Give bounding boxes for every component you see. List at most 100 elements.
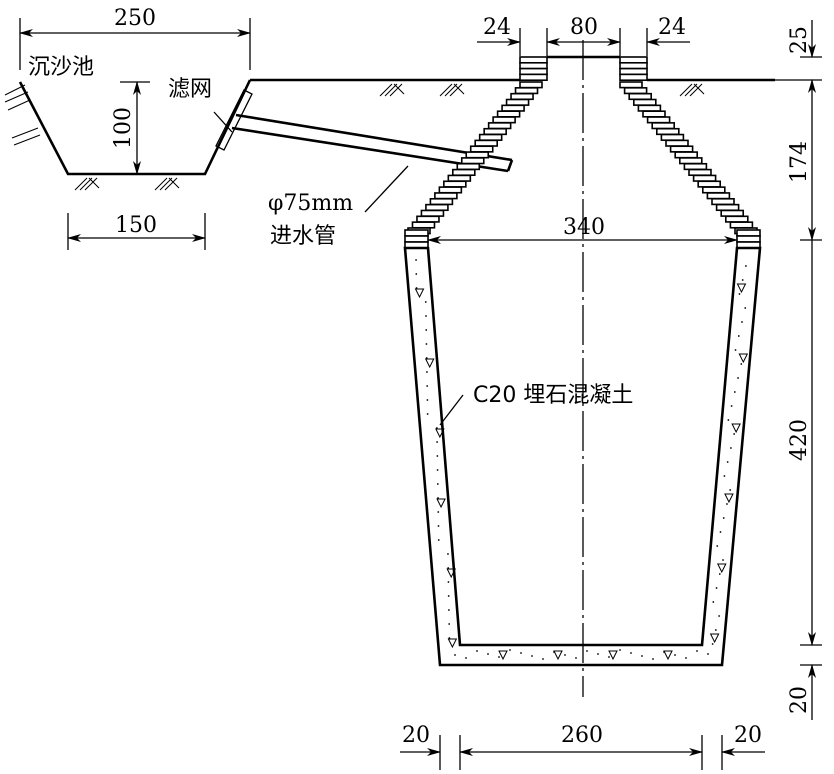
brick — [474, 139, 499, 147]
aggregate-dot — [712, 601, 715, 603]
brick — [501, 104, 525, 112]
aggregate-dot — [597, 653, 599, 655]
aggregate-dot — [726, 461, 729, 463]
brick — [451, 168, 476, 177]
aggregate-dot — [436, 441, 439, 443]
aggregate-dot — [722, 517, 725, 519]
aggregate-stone — [553, 650, 563, 661]
brick — [483, 127, 507, 136]
brick — [429, 198, 454, 206]
aggregate-dot — [437, 511, 440, 513]
brick — [404, 229, 429, 237]
brick-masonry — [404, 56, 761, 249]
brick — [623, 87, 648, 95]
brick — [683, 162, 708, 171]
aggregate-dot — [425, 357, 428, 359]
aggregate-stone — [498, 650, 508, 661]
aggregate-dot — [476, 650, 478, 652]
brick — [505, 98, 530, 106]
sand-pond-label: 沉沙池 — [28, 55, 94, 80]
aggregate-dot — [727, 419, 730, 421]
aggregate-stone — [435, 428, 445, 439]
brick — [669, 145, 694, 153]
aggregate-dot — [448, 609, 450, 611]
aggregate-dot — [426, 385, 429, 387]
aggregate-dot — [586, 650, 588, 652]
dim-wall-right-thickness: 20 — [734, 723, 762, 748]
aggregate-dot — [738, 293, 741, 295]
brick — [660, 133, 685, 141]
aggregate-dot — [740, 363, 743, 365]
aggregate-dot — [447, 567, 450, 569]
aggregate-dot — [424, 301, 427, 303]
aggregate-dot — [437, 525, 440, 527]
aggregate-dot — [674, 654, 676, 656]
brick — [678, 157, 703, 165]
brick — [688, 168, 712, 177]
aggregate-dot — [435, 427, 438, 429]
dim-collar-height: 25 — [787, 26, 812, 54]
aggregate-dot — [426, 371, 428, 373]
aggregate-dot — [641, 655, 643, 657]
dim-pond-depth: 100 — [111, 107, 136, 149]
brick — [487, 122, 512, 130]
soil-hatch — [679, 83, 705, 97]
brick — [478, 133, 503, 141]
brick — [443, 180, 467, 188]
aggregate-dot — [685, 657, 687, 659]
brick — [469, 145, 494, 153]
dim-pond-bottom-width: 150 — [115, 213, 157, 238]
brick — [720, 209, 745, 217]
aggregate-stone — [731, 423, 741, 434]
dim-opening: 80 — [570, 15, 598, 40]
aggregate-dot — [707, 653, 709, 655]
aggregate-dot — [564, 654, 566, 656]
brick — [628, 92, 653, 101]
aggregate-dot — [630, 652, 632, 654]
aggregate-dot — [454, 654, 456, 656]
aggregate-stone — [716, 563, 727, 574]
brick — [651, 122, 676, 130]
aggregate-dot — [447, 581, 450, 583]
soil-hatch — [4, 84, 41, 146]
aggregate-dot — [426, 399, 429, 401]
brick — [496, 110, 521, 118]
aggregate-dot — [437, 497, 439, 499]
dim-shoulder-width: 340 — [563, 215, 605, 240]
aggregate-stone — [446, 568, 457, 579]
aggregate-dot — [733, 391, 736, 393]
brick — [711, 198, 735, 206]
aggregate-dot — [733, 433, 736, 435]
aggregate-dot — [437, 539, 440, 541]
aggregate-dot — [498, 656, 500, 658]
aggregate-dot — [734, 349, 737, 351]
filter-screen — [213, 89, 253, 151]
aggregate-dot — [415, 273, 418, 275]
brick — [632, 98, 657, 106]
brick — [655, 127, 680, 136]
aggregate-dot — [436, 483, 439, 485]
brick — [619, 81, 643, 89]
aggregate-dot — [487, 653, 489, 655]
dim-floor-thickness: 20 — [787, 686, 812, 714]
brick — [692, 174, 717, 182]
brick — [646, 116, 671, 124]
brick — [619, 73, 648, 82]
brick — [514, 87, 539, 95]
aggregate-stone — [709, 633, 720, 644]
aggregate-dot — [447, 595, 450, 597]
soil-hatch — [74, 177, 100, 191]
brick — [619, 56, 648, 64]
dim-dome-height: 174 — [787, 141, 812, 183]
aggregate-dot — [619, 649, 621, 651]
soil-hatch — [154, 177, 180, 191]
aggregate-dot — [711, 643, 714, 645]
dim-wall-left-thickness: 20 — [402, 723, 430, 748]
brick — [519, 81, 543, 89]
aggregate-dot — [719, 531, 722, 533]
aggregate-dot — [741, 279, 744, 281]
brick — [706, 192, 731, 200]
brick — [447, 174, 472, 182]
aggregate-dot — [737, 335, 740, 337]
